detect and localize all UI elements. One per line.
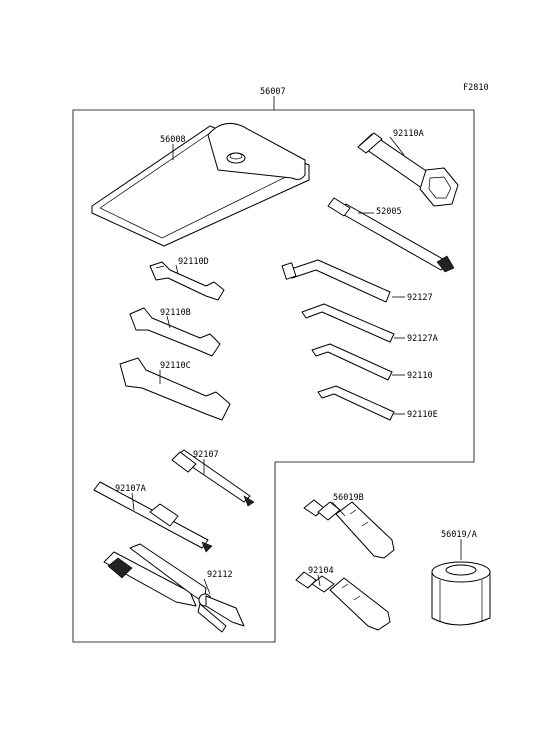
wrench-92110c [119,357,231,421]
label-92110e: 92110E [407,410,438,420]
92110d-leader [175,264,179,275]
92110b-leader [166,315,171,329]
label-92104: 92104 [308,566,334,576]
92110a-leader [389,136,405,156]
label-92110a: 92110A [393,129,424,139]
wrench-92110d [149,261,225,301]
label-92110b: 92110B [160,308,191,318]
label-92107: 92107 [193,450,219,460]
kit-boundary [72,109,475,643]
label-92127: 92127 [407,293,433,303]
56019b-leader [331,501,346,517]
wrench-92110b [129,307,221,357]
label-56007: 56007 [260,87,286,97]
hex-key-92110 [311,343,393,381]
92107a-leader [131,492,135,511]
box-wrench [357,132,459,207]
label-92110: 92110 [407,371,433,381]
hex-key-92127a [301,303,395,343]
label-56008: 56008 [160,135,186,145]
grease-can [431,561,491,626]
figure-code: F2810 [463,83,489,93]
screwdriver-92107a [93,481,213,553]
hex-key-92110e [317,385,395,421]
label-92110d: 92110D [178,257,209,267]
label-92127a: 92127A [407,334,438,344]
pliers-92112 [103,543,245,633]
92104-leader [317,574,321,587]
label-56019b: 56019B [333,493,364,503]
grease-tube-92104 [295,571,391,631]
handle-rod [327,197,455,273]
label-92110c: 92110C [160,361,191,371]
tool-pouch [91,123,310,247]
grease-tube-56019b [303,499,395,559]
label-92107a: 92107A [115,484,146,494]
hex-key-92127 [281,259,391,303]
screwdriver-92107 [171,449,255,507]
label-56019a: 56019/A [441,530,477,540]
label-52005: 52005 [376,207,402,217]
92112-leader [203,578,211,595]
label-92112: 92112 [207,570,233,580]
